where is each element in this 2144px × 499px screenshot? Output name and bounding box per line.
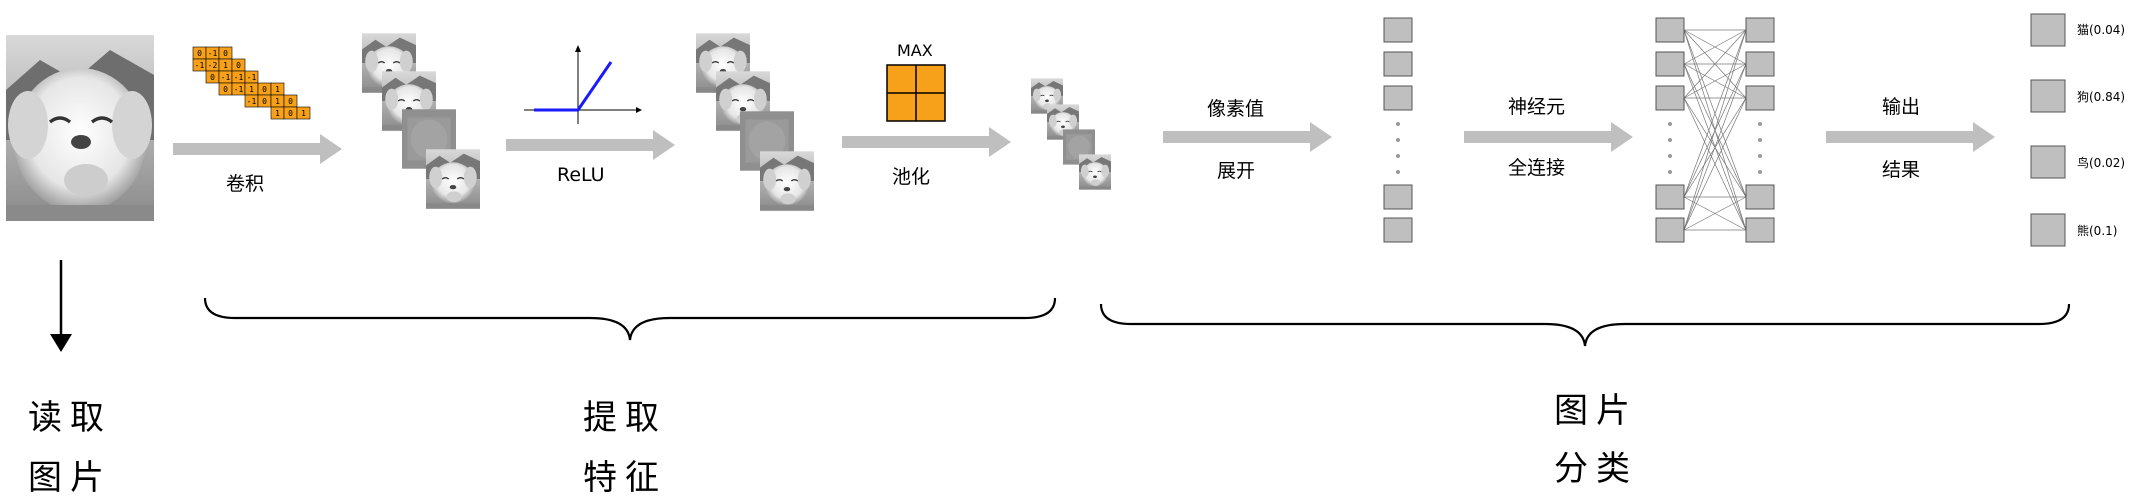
fc-arrow bbox=[1464, 122, 1633, 152]
stage-classify-line1: 图片 bbox=[1554, 391, 1638, 431]
pool-title: MAX bbox=[897, 41, 933, 60]
output-boxes bbox=[2030, 13, 2066, 247]
flatten-arrow bbox=[1163, 122, 1332, 152]
kernel-value: -1 bbox=[195, 61, 205, 70]
conv-arrow bbox=[173, 134, 342, 164]
stage-read-line1: 读取 bbox=[28, 398, 112, 438]
kernel-value: -1 bbox=[208, 49, 218, 58]
kernel-value: 0 bbox=[262, 85, 267, 94]
stage-read-line2: 图片 bbox=[28, 458, 112, 498]
kernel-value: 1 bbox=[275, 97, 280, 106]
fc-connection bbox=[1683, 196, 1747, 231]
output-class-cat: 猫(0.04) bbox=[2077, 23, 2126, 37]
max-pool-grid bbox=[886, 64, 946, 122]
fc-neuron bbox=[1655, 184, 1685, 210]
fc-connection bbox=[1683, 29, 1747, 231]
output-label-2: 结果 bbox=[1882, 159, 1921, 181]
kernel-value: 0 bbox=[197, 49, 202, 58]
conv-label: 卷积 bbox=[226, 173, 265, 195]
relu-graph bbox=[524, 45, 642, 124]
fc-neuron bbox=[1745, 184, 1775, 210]
kernel-value: 0 bbox=[288, 109, 293, 118]
fc-neuron bbox=[1745, 217, 1775, 243]
stage-extract-line2: 特征 bbox=[583, 458, 667, 498]
fc-ellipsis-dot bbox=[1758, 138, 1762, 142]
fc-ellipsis-dot bbox=[1758, 170, 1762, 174]
kernel-value: 0 bbox=[236, 61, 241, 70]
flatten-label-1: 像素值 bbox=[1207, 98, 1265, 120]
output-class-bird: 鸟(0.02) bbox=[2077, 156, 2126, 170]
kernel-value: 0 bbox=[223, 85, 228, 94]
extract-brace bbox=[203, 297, 1057, 341]
kernel-value: 0 bbox=[288, 97, 293, 106]
kernel-value: -2 bbox=[208, 61, 218, 70]
pool-label: 池化 bbox=[892, 166, 931, 188]
fc-label-2: 全连接 bbox=[1508, 157, 1566, 179]
kernel-value: 1 bbox=[223, 61, 228, 70]
classify-brace bbox=[1099, 303, 2071, 347]
fc-connection bbox=[1683, 63, 1747, 99]
kernel-value: 1 bbox=[301, 109, 306, 118]
flatten-label-2: 展开 bbox=[1217, 160, 1256, 182]
fc-connection bbox=[1683, 97, 1747, 231]
output-class-dog: 狗(0.84) bbox=[2077, 90, 2126, 104]
input-image bbox=[6, 35, 154, 221]
fc-connection bbox=[1683, 29, 1747, 65]
kernel-value: 1 bbox=[249, 85, 254, 94]
fc-neuron bbox=[1655, 17, 1685, 43]
pool-arrow bbox=[842, 127, 1011, 157]
kernel-value: -1 bbox=[247, 97, 257, 106]
stage-classify-line2: 分类 bbox=[1554, 449, 1638, 489]
pooled-feature-maps bbox=[1031, 77, 1111, 191]
kernel-value: 0 bbox=[223, 49, 228, 58]
fc-neuron bbox=[1745, 51, 1775, 77]
kernel-value: -1 bbox=[234, 73, 244, 82]
fc-connection bbox=[1683, 29, 1747, 99]
fc-connection bbox=[1683, 63, 1747, 231]
fc-neuron bbox=[1655, 85, 1685, 111]
flattened-vector bbox=[1383, 17, 1413, 243]
fc-neuron bbox=[1745, 85, 1775, 111]
output-label-1: 输出 bbox=[1882, 96, 1921, 118]
fc-ellipsis-dot bbox=[1668, 170, 1672, 174]
relu-feature-maps bbox=[696, 32, 814, 212]
relu-arrow bbox=[506, 130, 675, 160]
kernel-cell bbox=[296, 106, 311, 120]
fully-connected-layers bbox=[1655, 17, 1775, 243]
output-arrow bbox=[1826, 122, 1995, 152]
kernel-value: -1 bbox=[221, 73, 231, 82]
fc-ellipsis-dot bbox=[1668, 122, 1672, 126]
read-down-arrow bbox=[50, 260, 72, 352]
fc-ellipsis-dot bbox=[1668, 154, 1672, 158]
fc-neuron bbox=[1655, 217, 1685, 243]
relu-label: ReLU bbox=[557, 164, 605, 186]
fc-neuron bbox=[1745, 17, 1775, 43]
fc-connection bbox=[1683, 29, 1747, 198]
kernel-value: 0 bbox=[262, 97, 267, 106]
output-class-bear: 熊(0.1) bbox=[2077, 224, 2118, 238]
fc-neuron bbox=[1655, 51, 1685, 77]
kernel-value: 1 bbox=[275, 85, 280, 94]
fc-ellipsis-dot bbox=[1758, 122, 1762, 126]
kernel-value: 0 bbox=[210, 73, 215, 82]
fc-ellipsis-dot bbox=[1758, 154, 1762, 158]
conv-feature-maps bbox=[362, 32, 480, 210]
kernel-value: -1 bbox=[247, 73, 257, 82]
stage-extract-line1: 提取 bbox=[583, 398, 667, 438]
kernel-value: -1 bbox=[234, 85, 244, 94]
fc-ellipsis-dot bbox=[1668, 138, 1672, 142]
kernel-value: 1 bbox=[275, 109, 280, 118]
fc-label-1: 神经元 bbox=[1508, 96, 1566, 118]
